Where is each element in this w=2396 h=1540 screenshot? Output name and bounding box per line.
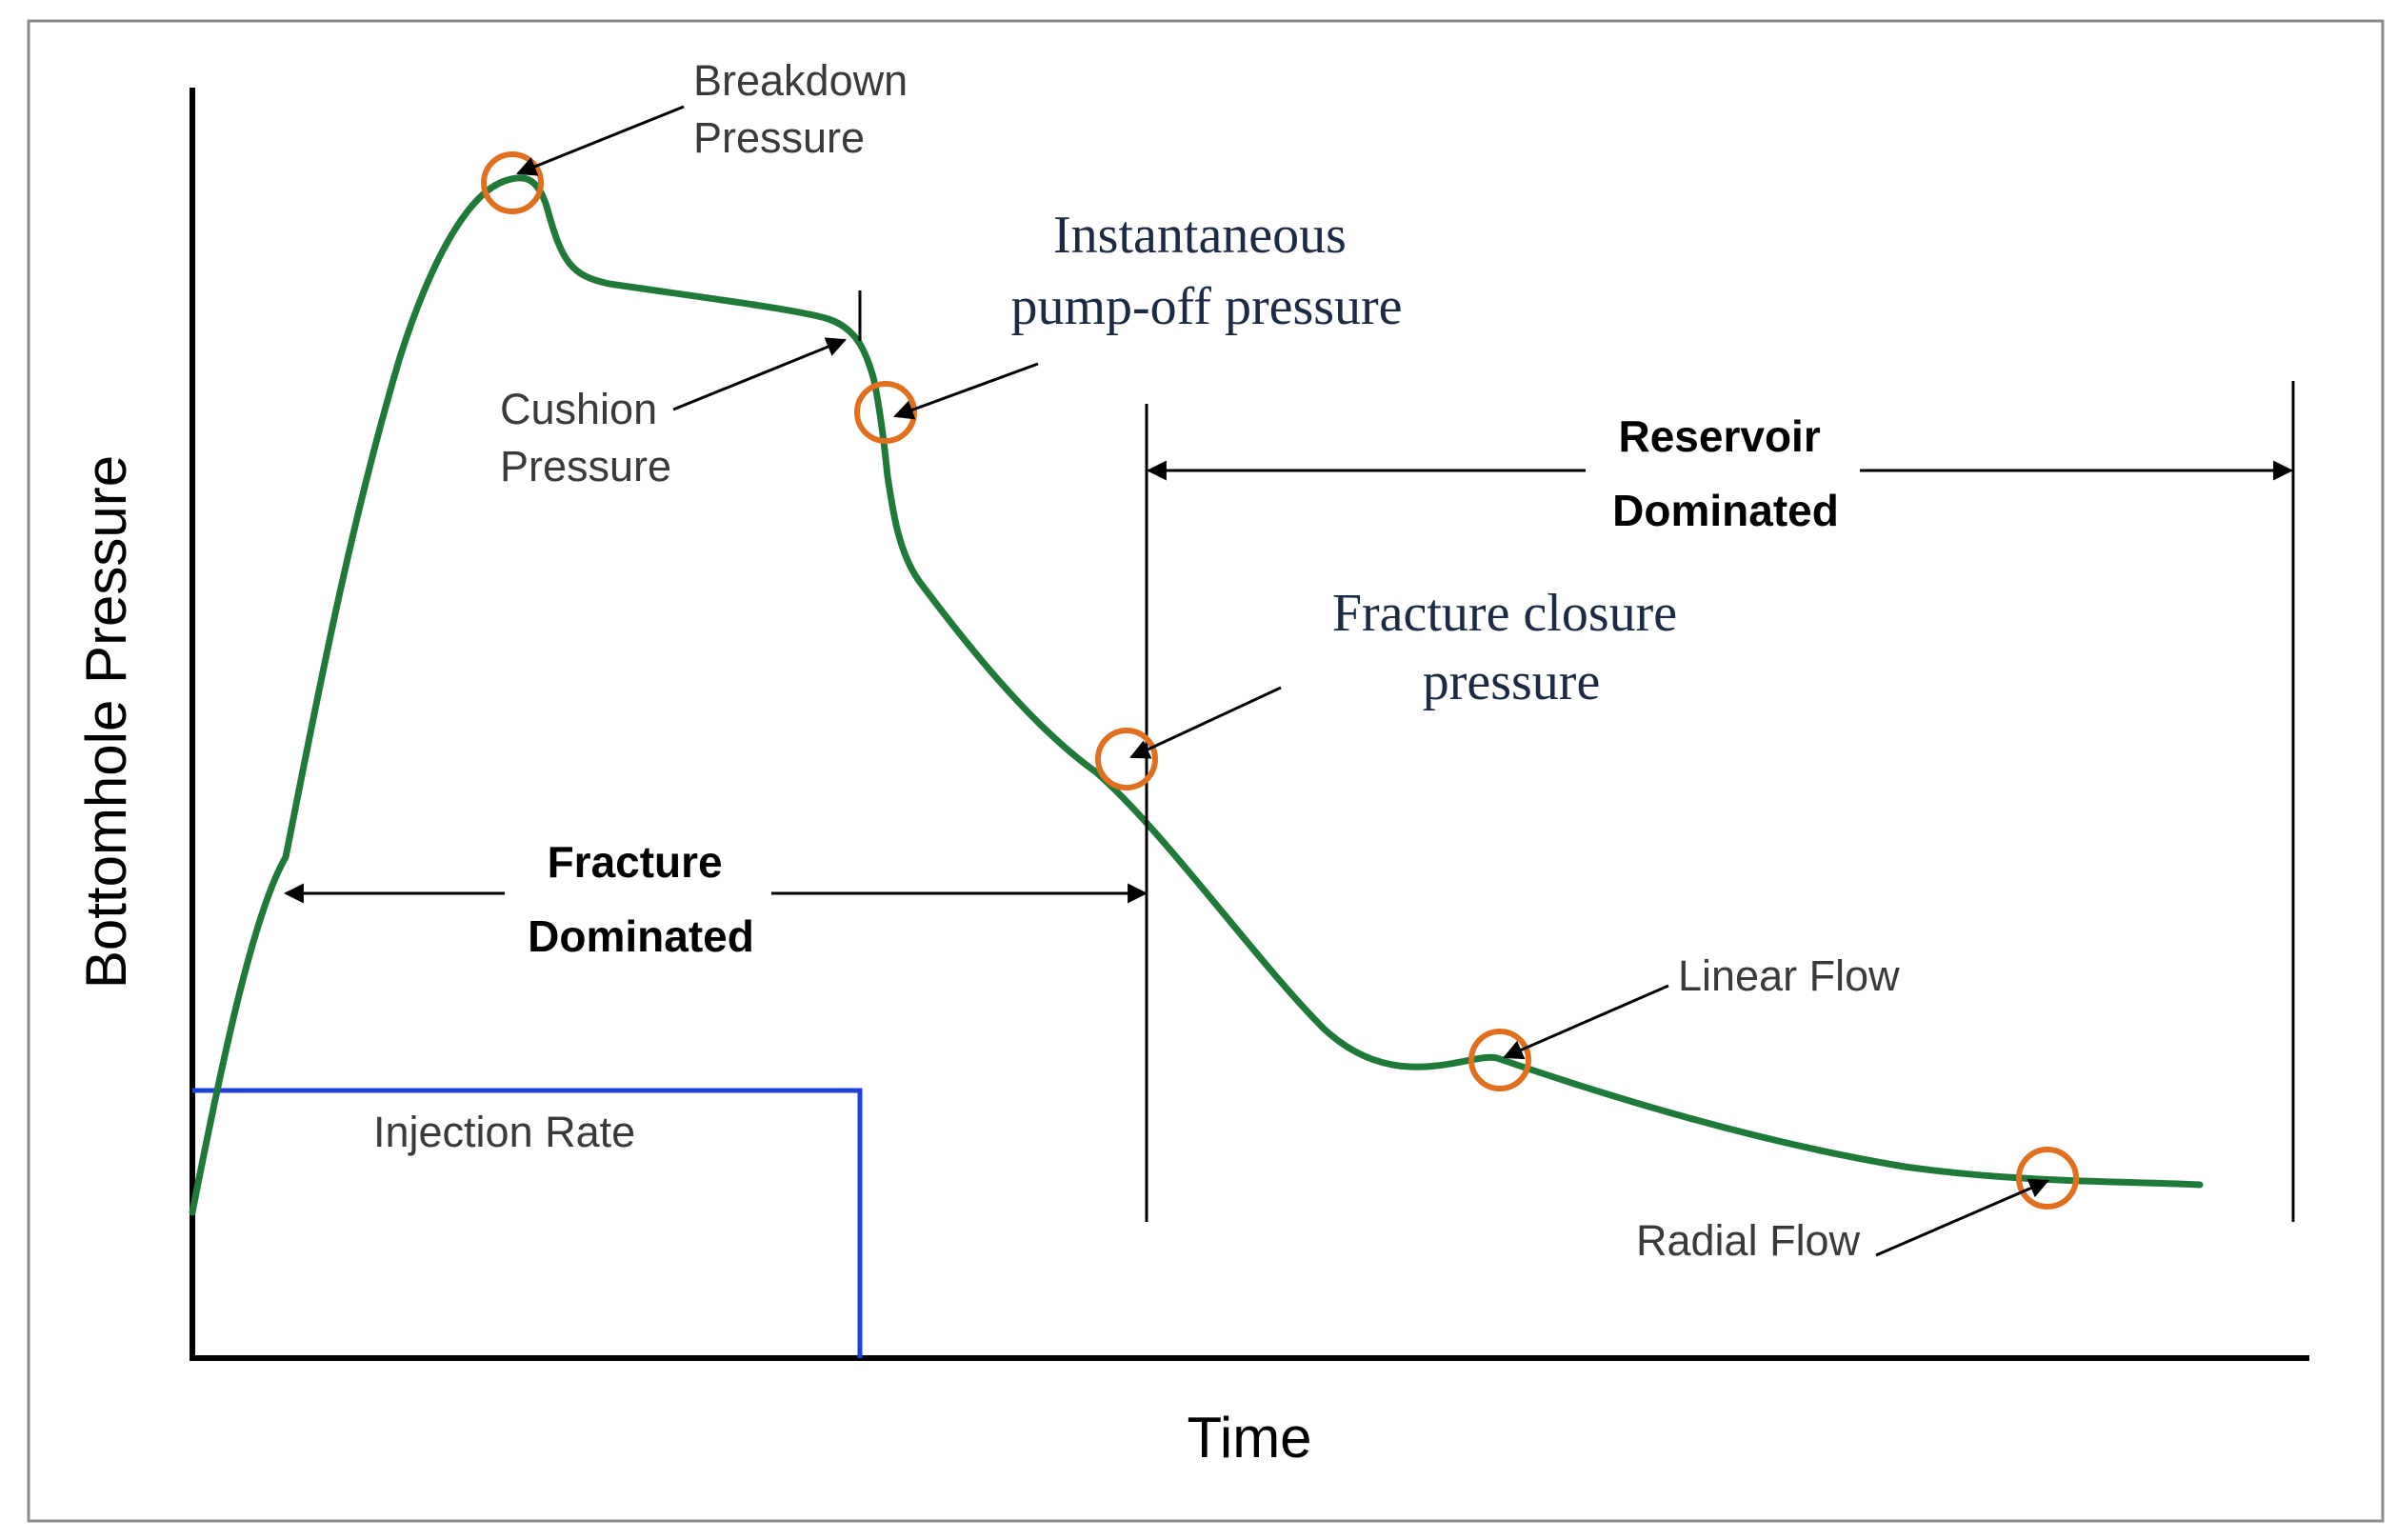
cushion-line-1: Cushion xyxy=(500,385,657,433)
injection-rate-line xyxy=(192,1088,863,1358)
figure-frame xyxy=(27,19,2385,1523)
fracture-dominated-line-1: Fracture xyxy=(548,837,723,887)
radial-flow-pointer xyxy=(1875,1178,2049,1257)
reservoir-dominated-line-1: Reservoir xyxy=(1618,411,1820,461)
fracture-closure-label: Fracture closure pressure xyxy=(1332,584,1690,711)
isip-line-1: Instantaneous xyxy=(1053,206,1347,265)
linear-flow-marker xyxy=(1468,1029,1531,1091)
x-axis-title: Time xyxy=(1187,1406,1311,1470)
fracture-dominated-label: Fracture Dominated xyxy=(528,837,754,961)
radial-flow-label: Radial Flow xyxy=(1636,1216,1861,1265)
reservoir-dominated-label: Reservoir Dominated xyxy=(1612,411,1839,535)
closure-pointer xyxy=(1129,686,1282,759)
breakdown-line-1: Breakdown xyxy=(693,56,908,105)
pressure-curve xyxy=(189,174,2204,1216)
radial-flow-marker xyxy=(2016,1147,2079,1210)
fracture-dominated-line-2: Dominated xyxy=(528,911,754,961)
breakdown-line-2: Pressure xyxy=(693,113,865,162)
cushion-pressure-label: Cushion Pressure xyxy=(500,385,671,490)
injection-rate-label: Injection Rate xyxy=(373,1108,635,1156)
isip-label: Instantaneous pump-off pressure xyxy=(1010,206,1402,336)
y-axis-title: Bottomhole Pressure xyxy=(74,455,138,989)
isip-pointer xyxy=(893,362,1039,420)
reservoir-dominated-line-2: Dominated xyxy=(1612,486,1839,535)
closure-line-1: Fracture closure xyxy=(1332,584,1677,643)
breakdown-pressure-marker xyxy=(481,151,544,214)
isip-line-2: pump-off pressure xyxy=(1010,277,1402,336)
breakdown-pointer xyxy=(516,105,685,176)
cushion-line-2: Pressure xyxy=(500,442,671,490)
closure-pressure-marker xyxy=(1095,728,1158,790)
closure-line-2: pressure xyxy=(1423,652,1601,711)
cushion-pointer xyxy=(672,337,847,411)
linear-flow-pointer xyxy=(1503,984,1669,1060)
linear-flow-label: Linear Flow xyxy=(1678,951,1900,1000)
breakdown-pressure-label: Breakdown Pressure xyxy=(693,56,920,162)
